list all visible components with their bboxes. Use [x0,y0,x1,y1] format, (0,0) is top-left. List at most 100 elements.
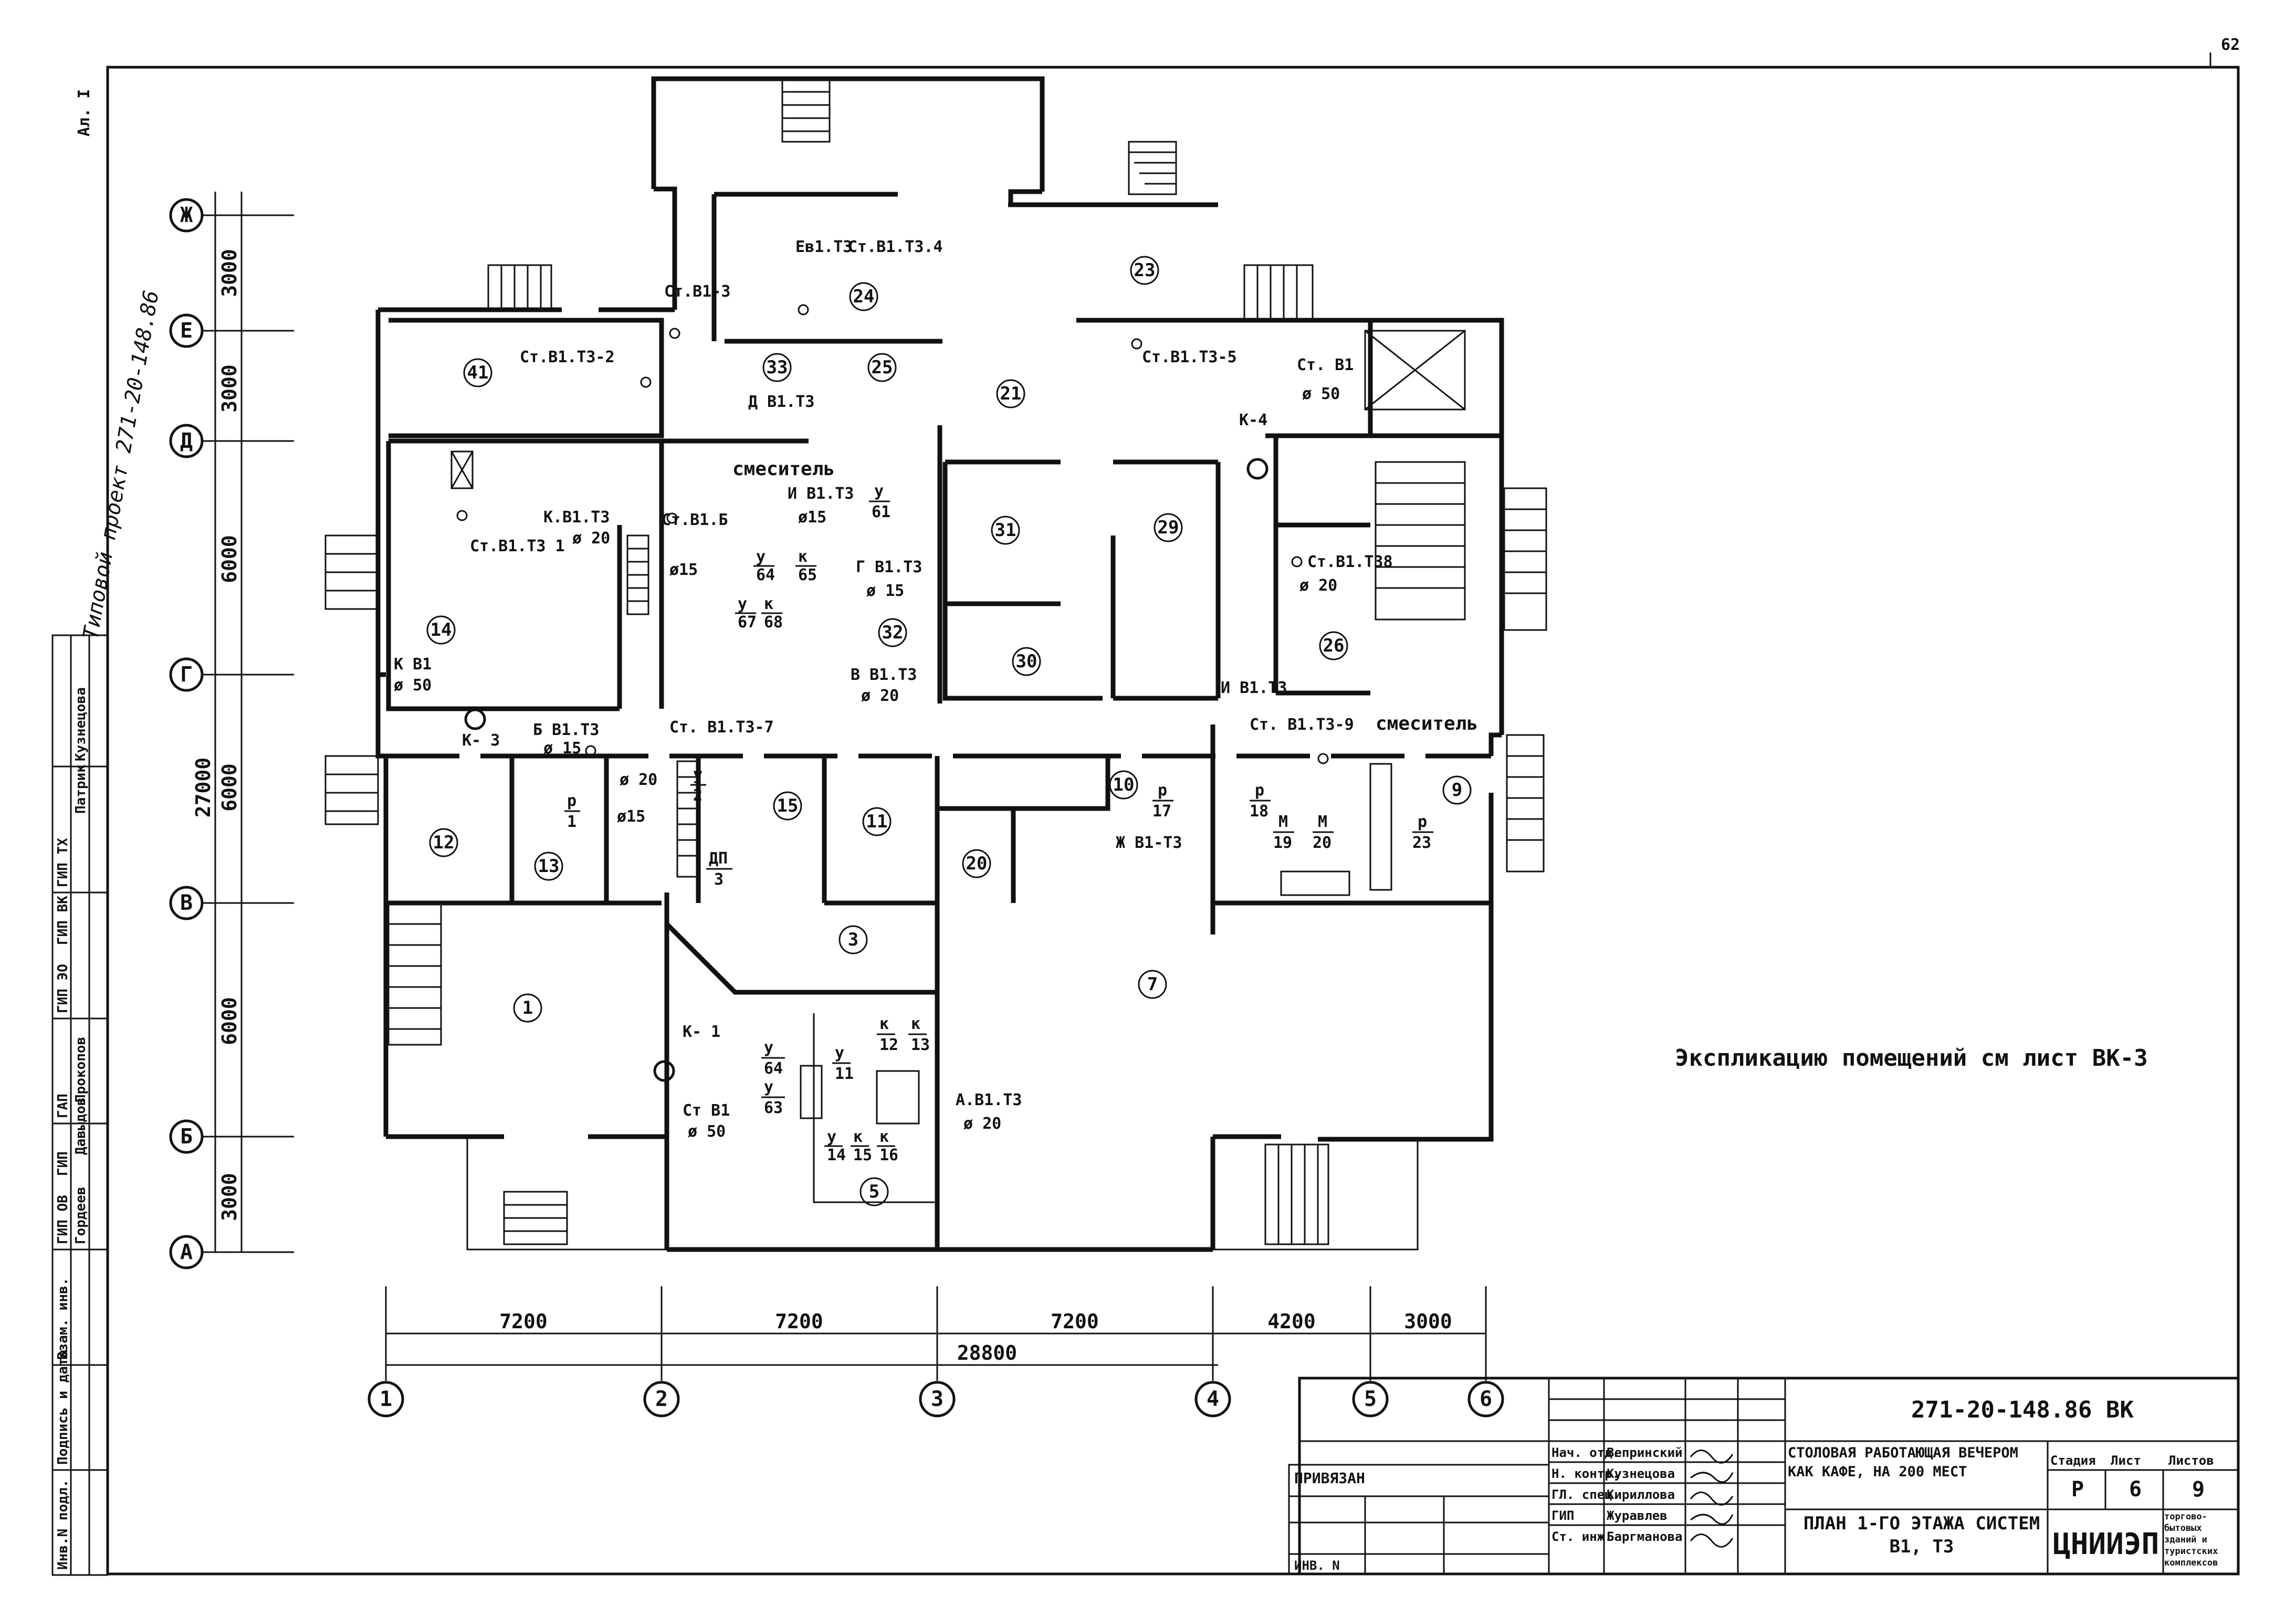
fixture-p17: р17 [1152,781,1173,821]
tb-role-3: ГЛ. спец. [1551,1487,1620,1502]
explication-note: Экспликацию помещений см лист ВК-3 [1675,1045,2148,1072]
axis-col-1: 1 [380,1387,392,1411]
svg-text:23: 23 [1412,834,1431,852]
svg-text:р: р [567,792,576,810]
fixture-u63: у 63 [761,1078,785,1117]
sheet-frame [106,66,2240,1576]
axis-col-5: 5 [1364,1387,1377,1411]
equipment [450,450,1392,1125]
axis-col-4: 4 [1207,1387,1219,1411]
fixture-p23: р 23 [1412,813,1433,852]
svg-text:к: к [853,1128,863,1146]
fixture-u64b: у64 [761,1038,785,1078]
stamp-gap: ГАП [55,1094,71,1118]
stamp-davydov: Давыдов [73,1097,89,1155]
fixture-k13: к13 [908,1015,930,1054]
tb-stage: Р [2071,1477,2084,1502]
label-mixer-2: смеситель [1376,713,1478,734]
label-a-b1t3: А.В1.Т3 [956,1091,1022,1109]
svg-text:20: 20 [1313,834,1332,852]
tb-inv-n: ИНВ. N [1294,1558,1340,1573]
fixture-p18: р18 [1250,781,1271,821]
tb-org-note-wrap: торгово-бытовых зданий и туристских комп… [2164,1511,2218,1568]
axis-col-3: 3 [931,1387,943,1411]
room-29: 29 [1158,517,1179,538]
room-33: 33 [767,357,788,378]
fixture-dp3: ДП3 [706,849,732,889]
room-30: 30 [1016,651,1037,672]
axis-row-b: Б [180,1125,193,1149]
fixture-p1: р1 [564,792,580,831]
svg-text:12: 12 [879,1036,898,1054]
tb-sheet-label: Лист [2111,1453,2141,1468]
label-d15-g: ø 15 [866,582,904,600]
svg-text:у: у [764,1038,773,1057]
label-k-b1t3: К.В1.Т3 [543,508,610,527]
tb-role-1: Нач. отд. [1551,1445,1620,1460]
svg-text:ДП: ДП [709,849,728,868]
svg-text:63: 63 [764,1099,783,1117]
svg-text:16: 16 [879,1146,898,1164]
corner-number: 62 [2221,36,2240,54]
title-block: ПРИВЯЗАН ИНВ. N 271-20-148.86 ВК Нач. от… [1288,1377,2240,1576]
label-st-b1-3: Ст.В1-3 [664,282,730,301]
hdim-1: 7200 [499,1310,548,1333]
svg-text:у: у [764,1078,773,1096]
svg-text:М: М [1278,813,1288,831]
axis-row-a: А [180,1240,193,1264]
vdim-1: 3000 [218,249,241,297]
svg-text:у: у [738,595,747,613]
corner-album: Ал. I [75,89,93,136]
fixture-k68: к68 [761,595,783,632]
tb-sheet-no: 6 [2129,1477,2142,1502]
room-12: 12 [433,832,455,853]
stamp-patrik: Патрик [73,764,89,814]
side-project-note: Типовой проект 271-20-148.86 [79,289,164,642]
room-9: 9 [1452,780,1462,801]
risers [456,304,1329,1082]
vdim-total: 27000 [192,758,215,817]
room-11: 11 [866,811,888,832]
vdim-2: 3000 [218,364,241,413]
label-v-b1t3: В В1.Т3 [851,666,917,684]
label-k1: К- 1 [683,1023,720,1041]
room-26: 26 [1323,635,1345,656]
tb-privyazan: ПРИВЯЗАН [1294,1469,1365,1487]
room-20: 20 [966,853,988,874]
svg-text:к: к [798,548,808,566]
tb-sheet-title: ПЛАН 1-ГО ЭТАЖА СИСТЕМ В1, Т3 [1803,1513,2040,1557]
stamp-prokopov: Прокопов [73,1037,89,1102]
fixture-u14: у14 [824,1128,846,1164]
svg-text:р: р [1418,813,1427,831]
tb-role-2: Н. контр. [1551,1466,1620,1481]
tb-role-5: Ст. инж. [1551,1529,1612,1544]
room-15: 15 [777,795,799,816]
horizontal-dimension-chain: 7200 7200 7200 4200 3000 28800 [385,1286,1487,1381]
svg-text:р: р [1255,781,1264,800]
svg-text:к: к [764,595,773,613]
svg-text:М: М [1318,813,1327,831]
room-21: 21 [1000,383,1022,404]
label-st-b1t3-9: Ст. В1.Т3-9 [1250,716,1354,734]
label-st-b1t3-7: Ст. В1.Т3-7 [669,718,774,737]
tb-sheets-label: Листов [2168,1453,2214,1468]
axis-row-zh: Ж [180,203,193,227]
tb-org: ЦНИИЭП [2053,1527,2159,1561]
room-41: 41 [467,362,489,383]
stamp-inv: Инв.N подл. [55,1479,71,1570]
svg-text:17: 17 [1152,802,1171,821]
signatures [1690,1450,1734,1548]
svg-text:64: 64 [756,566,775,584]
axis-row-e: Е [180,319,193,343]
vdim-4: 6000 [218,763,241,812]
label-d15-b: ø 15 [543,739,581,758]
svg-text:11: 11 [835,1065,854,1083]
label-st-b1-t3-1: Ст.В1.Т3 1 [470,537,565,555]
svg-text:1: 1 [567,813,576,831]
room-1: 1 [522,998,533,1018]
fixture-k12: к12 [877,1015,898,1054]
label-st-b1t38: Ст.В1.Т38 [1307,553,1393,571]
fixture-m20: М 20 [1313,813,1334,852]
vdim-6: 3000 [218,1173,241,1221]
